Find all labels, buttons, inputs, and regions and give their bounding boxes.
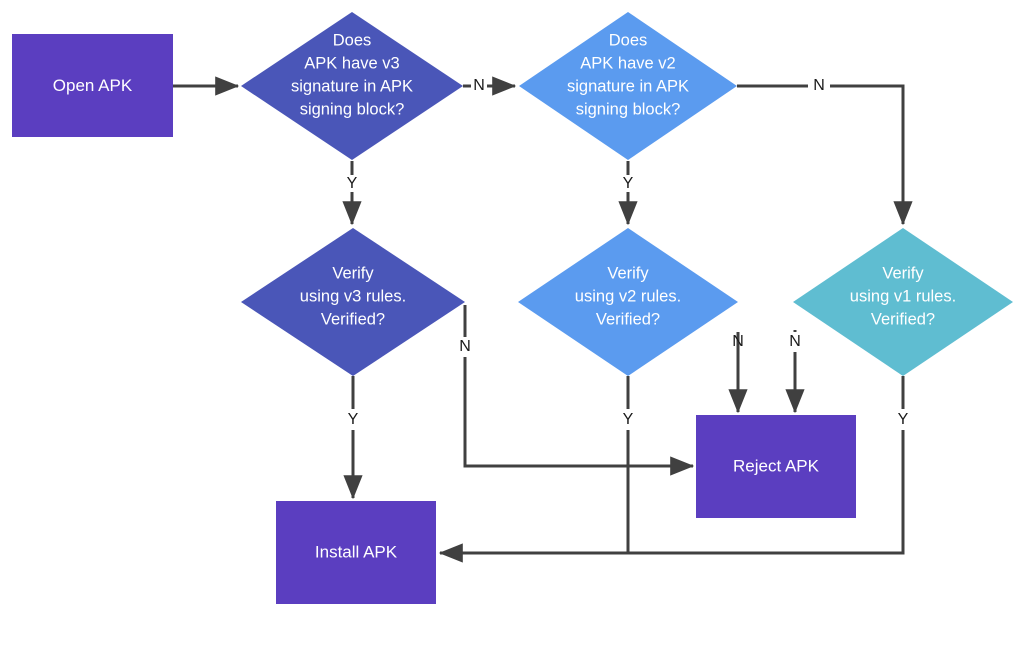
node-open-apk[interactable]: Open APK <box>12 34 173 137</box>
edge-label-verify-v3-yes: Y <box>348 411 359 428</box>
edge-verify-v1-yes-to-install <box>438 430 905 563</box>
node-has-v3-signature[interactable]: Does APK have v3 signature in APK signin… <box>241 12 463 160</box>
node-verify-v3[interactable]: Verify using v3 rules. Verified? <box>241 228 465 376</box>
has-v2-diamond[interactable] <box>519 12 737 160</box>
edge-label-verify-v2-no: N <box>732 333 744 350</box>
edges-layer: Does APK have v2 --> Verify using v3 -->… <box>173 76 913 563</box>
edge-verify-v3-no-to-reject <box>463 357 695 476</box>
open-apk-box[interactable] <box>12 34 173 137</box>
has-v3-diamond[interactable] <box>241 12 463 160</box>
edge-label-verify-v1-no: N <box>789 333 801 350</box>
node-verify-v1[interactable]: Verify using v1 rules. Verified? <box>793 228 1013 376</box>
edge-label-has-v2-yes: Y <box>623 175 634 192</box>
edge-label-verify-v1-yes: Y <box>898 411 909 428</box>
verify-v1-diamond[interactable] <box>793 228 1013 376</box>
verify-v3-diamond[interactable] <box>241 228 465 376</box>
node-install-apk[interactable]: Install APK <box>276 501 436 604</box>
edge-label-has-v3-yes: Y <box>347 175 358 192</box>
reject-apk-box[interactable] <box>696 415 856 518</box>
install-apk-box[interactable] <box>276 501 436 604</box>
edge-label-verify-v2-yes: Y <box>623 411 634 428</box>
edge-label-has-v3-no: N <box>473 77 485 94</box>
node-has-v2-signature[interactable]: Does APK have v2 signature in APK signin… <box>519 12 737 160</box>
verify-v2-diamond[interactable] <box>518 228 738 376</box>
edge-label-verify-v3-no: N <box>459 338 471 355</box>
edge-label-has-v2-no: N <box>813 77 825 94</box>
edge-labels-layer: N Y N Y N Y N Y N Y <box>347 77 909 428</box>
node-verify-v2[interactable]: Verify using v2 rules. Verified? <box>518 228 738 376</box>
node-reject-apk[interactable]: Reject APK <box>696 415 856 518</box>
edge-has-v2-no-to-verify-v1 <box>830 84 913 226</box>
